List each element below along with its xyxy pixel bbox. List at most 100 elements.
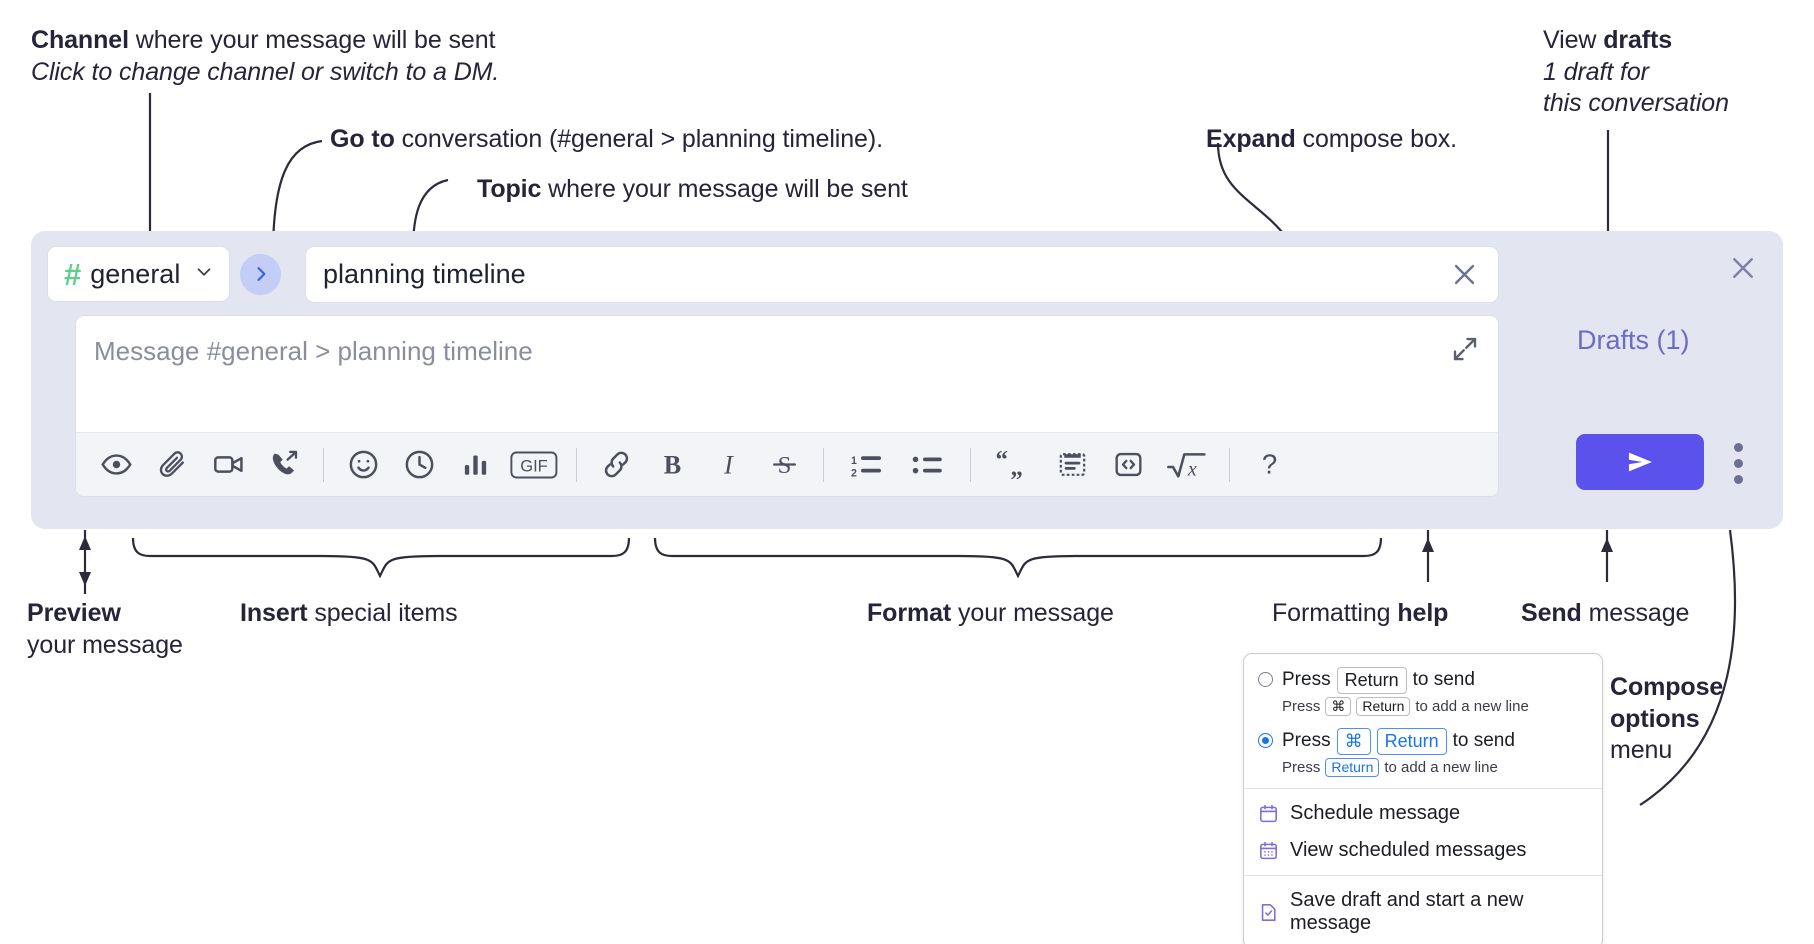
annotation-channel-italic: Click to change channel or switch to a D… [31,57,500,86]
label-to-send: to send [1412,669,1475,691]
annotation-format-bold: Format [867,599,952,627]
ordered-list-icon: 1 2 [851,454,881,479]
bold-icon: B [663,450,680,479]
menu-item-label: Schedule message [1290,802,1461,824]
annotation-format: Format your message [867,598,1114,630]
code-block-icon [1059,453,1085,476]
strikethrough-icon-button[interactable]: S [756,439,812,491]
key-return: Return [1325,757,1380,777]
svg-text:B: B [663,450,680,479]
more-vertical-icon [1733,442,1743,452]
formatting-toolbar: GIF B [76,432,1498,496]
code-icon-button[interactable] [1100,439,1156,491]
annotation-goto-rest: conversation (#general > planning timeli… [394,125,883,153]
toolbar-divider [823,447,824,482]
label-new-line: to add a new line [1384,758,1498,776]
annotation-topic: Topic where your message will be sent [477,174,908,206]
svg-text:I: I [723,450,734,479]
label-press: Press [1282,697,1321,715]
label-new-line: to add a new line [1415,697,1529,715]
key-return: Return [1356,696,1411,716]
poll-bars-icon [464,455,486,475]
svg-text:„: „ [1011,454,1024,480]
strikethrough-icon: S [772,452,796,479]
send-option-return[interactable]: Press Return to send Press ⌘ Return to a… [1244,664,1602,719]
expand-compose-button[interactable] [1448,332,1482,366]
send-option-return-main: Press Return to send [1282,667,1529,694]
phone-forward-icon-button[interactable] [256,439,312,491]
close-panel-button[interactable] [1723,248,1763,288]
send-paper-plane-icon [1628,452,1652,472]
ordered-list-icon-button[interactable]: 1 2 [835,439,897,491]
blockquote-icon-button[interactable]: “ „ [982,439,1044,491]
help-question-icon: ? [1261,448,1276,479]
toolbar-divider [323,447,324,482]
go-to-conversation-button[interactable] [240,253,282,295]
drafts-link[interactable]: Drafts (1) [1577,325,1690,355]
label-to-send: to send [1452,730,1515,752]
annotation-compose-options-l1: Compose [1610,673,1724,701]
hash-icon: # [64,256,82,292]
bulleted-list-icon-button[interactable] [897,439,959,491]
annotation-preview-rest: your message [27,630,183,659]
bulleted-list-icon [912,456,942,473]
send-option-return-sub: Press ⌘ Return to add a new line [1282,696,1529,716]
video-camera-icon-button[interactable] [200,439,256,491]
annotation-goto: Go to conversation (#general > planning … [330,124,883,156]
preview-icon-button[interactable] [88,439,144,491]
channel-selector-button[interactable]: # general [47,246,231,302]
message-placeholder: Message #general > planning timeline [94,336,533,366]
link-icon-button[interactable] [588,439,644,491]
send-message-button[interactable] [1576,434,1704,490]
annotation-send-bold: Send [1521,599,1582,627]
svg-text:“: “ [996,450,1009,474]
compose-options-button[interactable] [1723,441,1753,485]
message-compose-box[interactable]: Message #general > planning timeline [75,315,1499,497]
attachment-icon-button[interactable] [144,439,200,491]
phone-forward-icon [272,450,297,475]
calendar-clock-icon [1260,804,1277,823]
radio-cmd-return[interactable] [1258,733,1273,748]
clock-icon-button[interactable] [391,439,447,491]
annotation-goto-bold: Go to [330,125,395,153]
italic-icon: I [723,450,734,479]
key-return: Return [1376,728,1447,755]
annotation-expand-bold: Expand [1206,125,1296,153]
attachment-icon [159,451,184,477]
svg-text:2: 2 [851,467,857,479]
channel-name: general [90,258,181,289]
annotation-channel-bold: Channel [31,26,129,54]
code-icon [1115,452,1141,477]
math-sqrt-icon-button[interactable]: x [1156,439,1218,491]
poll-bars-icon-button[interactable] [447,439,503,491]
draft-section: Save draft and start a new message [1244,876,1602,944]
send-option-cmd-return[interactable]: Press ⌘ Return to send Press Return to a… [1244,725,1602,780]
send-option-cmd-return-main: Press ⌘ Return to send [1282,728,1515,755]
bold-icon-button[interactable]: B [644,439,700,491]
annotation-topic-bold: Topic [477,175,542,203]
menu-divider [1244,788,1602,789]
gif-icon-button[interactable]: GIF [503,439,565,491]
menu-item-schedule-message[interactable]: Schedule message [1244,795,1602,832]
send-option-cmd-return-sub: Press Return to add a new line [1282,757,1515,777]
menu-item-label: View scheduled messages [1290,839,1527,861]
clear-topic-button[interactable] [1436,259,1492,290]
label-press: Press [1282,669,1331,691]
annotation-format-rest: your message [951,599,1114,627]
annotation-help-bold: help [1397,599,1449,627]
radio-return[interactable] [1258,672,1273,687]
topic-field[interactable]: planning timeline [305,246,1499,303]
menu-item-save-draft[interactable]: Save draft and start a new message [1244,882,1602,942]
menu-item-label: Save draft and start a new message [1290,889,1524,934]
clock-icon [405,450,433,479]
code-block-icon-button[interactable] [1044,439,1100,491]
annotation-expand-rest: compose box. [1295,125,1458,153]
annotation-preview-bold: Preview [27,599,121,627]
italic-icon-button[interactable]: I [700,439,756,491]
compose-panel: Drafts (1) # general planning timeline [31,231,1783,529]
annotation-preview: Preview your message [27,598,183,661]
help-question-icon-button[interactable]: ? [1241,439,1297,491]
emoji-smiley-icon-button[interactable] [335,439,391,491]
annotation-channel: Channel where your message will be sent … [31,25,499,88]
menu-item-view-scheduled-messages[interactable]: View scheduled messages [1244,832,1602,869]
